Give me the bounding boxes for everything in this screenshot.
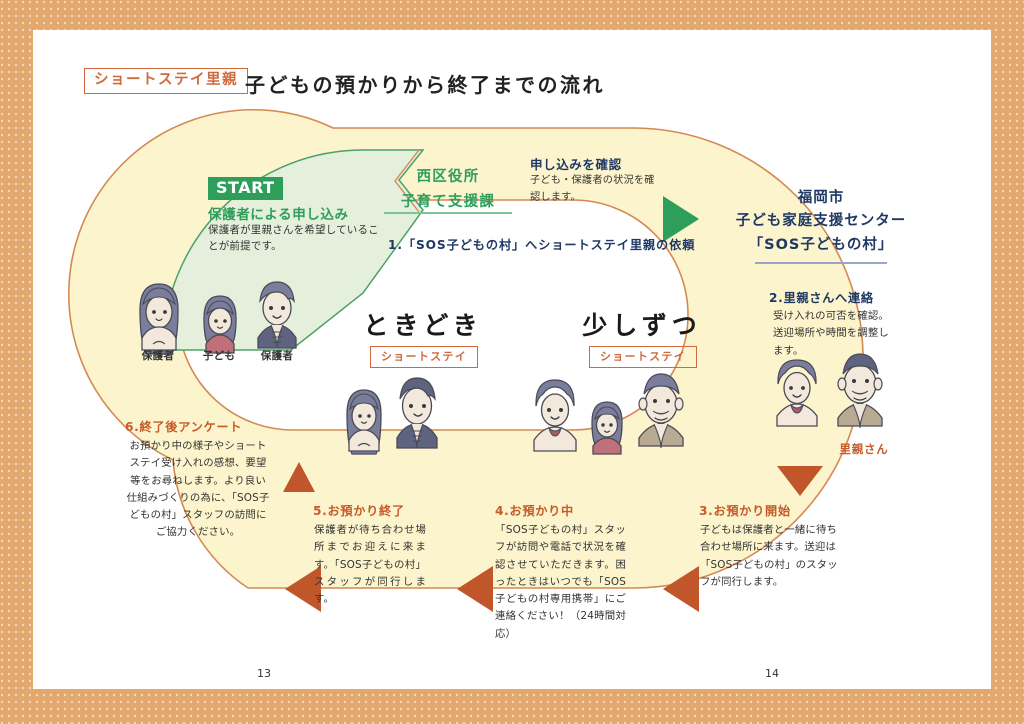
ward-office-rule xyxy=(384,212,512,214)
center-org-name: 福岡市 子ども家庭支援センター 「SOS子どもの村」 xyxy=(706,187,936,257)
figure-label-child: 子ども xyxy=(202,350,236,362)
figure-mother-start xyxy=(139,283,179,355)
center-org-line3: 「SOS子どもの村」 xyxy=(748,236,894,253)
confirm-body: 子ども・保護者の状況を確認します。 xyxy=(530,175,655,203)
start-heading: 保護者による申し込み xyxy=(208,207,349,223)
step-6-body: お預かり中の様子やショートステイ受け入れの感想、要望等をお尋ねします。より良い仕… xyxy=(126,440,270,539)
center-org-line2: 子ども家庭支援センター xyxy=(735,213,907,230)
step-4-body: 「SOS子どもの村」スタッフが訪問や電話で状況を確認させていただきます。困ったと… xyxy=(495,524,626,640)
header-tag: ショートステイ里親 xyxy=(84,68,248,94)
center-org-line1: 福岡市 xyxy=(797,190,845,206)
center-block-2-heading: 少しずつ xyxy=(582,311,702,340)
step-6-heading: 6.終了後アンケート xyxy=(125,420,243,434)
step-5-heading: 5.お預かり終了 xyxy=(313,504,405,518)
arrow-left-orange-3 xyxy=(285,566,321,612)
figure-woman-center xyxy=(533,379,577,452)
figure-child-center xyxy=(591,401,623,455)
center-org-rule xyxy=(755,262,887,264)
ward-office-line2: 子育て支援課 xyxy=(400,193,496,210)
page-number-right: 14 xyxy=(765,667,779,680)
arrow-right-green xyxy=(663,196,699,242)
figure-foster-father xyxy=(837,353,883,429)
page-title: 子どもの預かりから終了までの流れ xyxy=(245,73,605,97)
foster-parents-label: 里親さん xyxy=(839,442,889,456)
step-2-body: 受け入れの可否を確認。送迎場所や時間を調整します。 xyxy=(773,310,889,357)
center-block-2-tag: ショートステイ xyxy=(589,346,697,368)
figure-girl-center xyxy=(346,389,382,455)
step-5-body: 保護者が待ち合わせ場所までお迎えに来ます。「SOS子どもの村」スタッフが同行しま… xyxy=(314,524,426,606)
start-body: 保護者が里親さんを希望していることが前提です。 xyxy=(208,224,379,253)
figure-label-guardian-1: 保護者 xyxy=(141,350,175,362)
paper-spread: ショートステイ里親 子どもの預かりから終了までの流れ START 保護者による申… xyxy=(33,30,991,689)
green-yellow-notch xyxy=(394,149,420,213)
step-3-body: 子どもは保護者と一緒に待ち合わせ場所に来ます。送迎は「SOS子どもの村」のスタッ… xyxy=(700,524,838,588)
step-2-heading: 2.里親さんへ連絡 xyxy=(769,291,874,305)
center-block-1-heading: ときどき xyxy=(363,311,483,340)
figure-child-start xyxy=(203,295,237,354)
arrow-down-orange xyxy=(777,466,823,496)
figure-father-start xyxy=(257,281,297,349)
start-badge: START xyxy=(208,177,283,201)
arrow-left-orange-2 xyxy=(457,566,493,612)
step-3-heading: 3.お預かり開始 xyxy=(699,504,791,518)
figure-man-center xyxy=(396,377,438,449)
arrow-up-orange xyxy=(283,462,315,492)
confirm-heading: 申し込みを確認 xyxy=(530,157,622,172)
figure-foster-mother xyxy=(776,359,818,427)
arrow-left-orange-1 xyxy=(663,566,699,612)
step-4-heading: 4.お預かり中 xyxy=(495,504,574,518)
ward-office-line1: 西区役所 xyxy=(416,169,480,185)
flow-diagram-canvas xyxy=(67,108,883,612)
center-block-1-tag: ショートステイ xyxy=(370,346,478,368)
page-number-left: 13 xyxy=(257,667,271,680)
ward-office-heading: 西区役所 子育て支援課 xyxy=(388,165,508,215)
figure-label-guardian-2: 保護者 xyxy=(260,350,294,362)
step-1-label: 1.「SOS子どもの村」へショートステイ里親の依頼 xyxy=(388,238,696,252)
figure-oldman-center xyxy=(638,373,684,449)
